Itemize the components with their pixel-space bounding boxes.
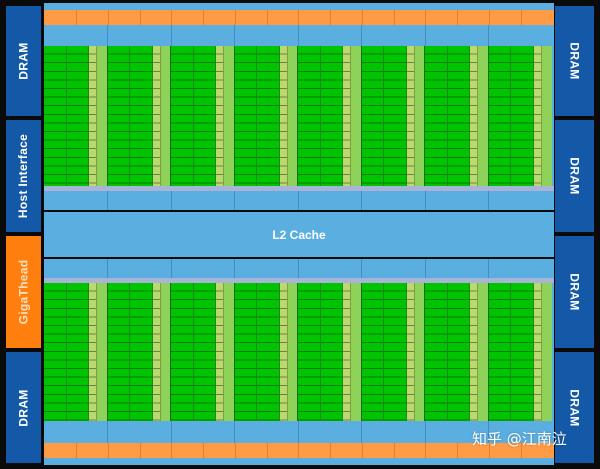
- sm-row-top: [44, 46, 554, 186]
- bottom-lavender-strip: [44, 278, 554, 283]
- right-dram-2: DRAM: [552, 117, 597, 235]
- divider: [44, 257, 554, 259]
- sm-block: [234, 283, 298, 421]
- dram-label: DRAM: [567, 273, 582, 311]
- sm-block: [171, 46, 235, 186]
- sm-block: [361, 46, 425, 186]
- dram-label: DRAM: [16, 388, 31, 427]
- sm-block: [488, 283, 552, 421]
- bottom-cache-band: [44, 421, 554, 443]
- sm-block: [234, 46, 298, 186]
- top-scheduler-band: [44, 10, 554, 25]
- bottom-scheduler-band: [44, 443, 554, 458]
- sm-block: [107, 283, 171, 421]
- gigathread-block: GigaThead: [3, 233, 44, 351]
- sm-block: [171, 283, 235, 421]
- sm-block: [361, 283, 425, 421]
- watermark: 知乎 @江南泣: [472, 430, 567, 448]
- sm-block: [488, 46, 552, 186]
- right-dram-3: DRAM: [552, 233, 597, 351]
- gigathread-label: GigaThead: [16, 259, 31, 325]
- divider: [44, 210, 554, 212]
- sm-block: [44, 283, 108, 421]
- sm-block: [298, 46, 362, 186]
- host-interface-label: Host Interface: [16, 133, 31, 219]
- center-core-area: L2 Cache: [44, 3, 554, 465]
- top-cache-band: [44, 25, 554, 46]
- dram-label: DRAM: [16, 42, 31, 80]
- bottom-blue-strip: [44, 458, 554, 465]
- left-dram-bottom: DRAM: [3, 349, 44, 466]
- lower-l1-band: [44, 259, 554, 278]
- upper-l1-band: [44, 191, 554, 210]
- dram-label: DRAM: [567, 157, 582, 195]
- left-dram-top: DRAM: [3, 3, 44, 119]
- sm-block: [425, 283, 489, 421]
- l2-cache-block: L2 Cache: [44, 212, 554, 257]
- sm-block: [107, 46, 171, 186]
- sm-row-bottom: [44, 283, 554, 421]
- dram-label: DRAM: [567, 42, 582, 80]
- sm-block: [44, 46, 108, 186]
- dram-label: DRAM: [567, 388, 582, 427]
- l2-cache-label: L2 Cache: [272, 227, 326, 242]
- right-dram-1: DRAM: [552, 3, 597, 119]
- top-lavender-strip: [44, 186, 554, 191]
- host-interface-block: Host Interface: [3, 117, 44, 235]
- top-blue-strip: [44, 3, 554, 10]
- sm-block: [298, 283, 362, 421]
- sm-block: [425, 46, 489, 186]
